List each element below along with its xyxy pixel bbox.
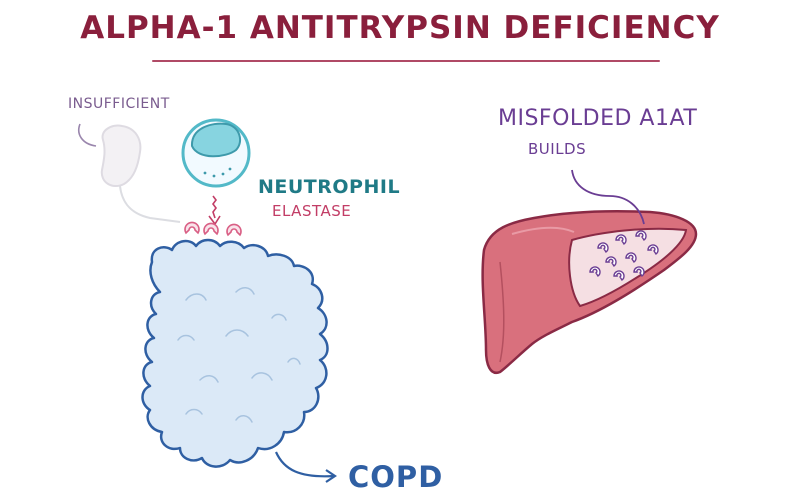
misfolded-a1at-label: Misfolded A1AT [498, 106, 698, 131]
page-title: Alpha-1 Antitrypsin Deficiency [80, 10, 720, 46]
neutrophil-cell [181, 118, 251, 188]
insufficient-pointer-line [78, 123, 97, 147]
copd-arrow [274, 451, 335, 478]
builds-pointer-line [571, 169, 645, 225]
misfolded-a1at-clumps [589, 230, 659, 282]
blob-to-elastase-line [119, 185, 181, 223]
title-underline [152, 60, 660, 62]
damaged-lung [141, 238, 329, 468]
builds-label: Builds [528, 140, 587, 158]
insufficient-a1at-blob [100, 124, 142, 188]
liver [481, 210, 698, 375]
copd-label: COPD [348, 460, 444, 494]
neutrophil-label: Neutrophil [258, 176, 401, 198]
elastase-label: Elastase [272, 202, 352, 220]
elastase-release-arrow [212, 195, 217, 219]
insufficient-label: Insufficient [68, 96, 170, 112]
